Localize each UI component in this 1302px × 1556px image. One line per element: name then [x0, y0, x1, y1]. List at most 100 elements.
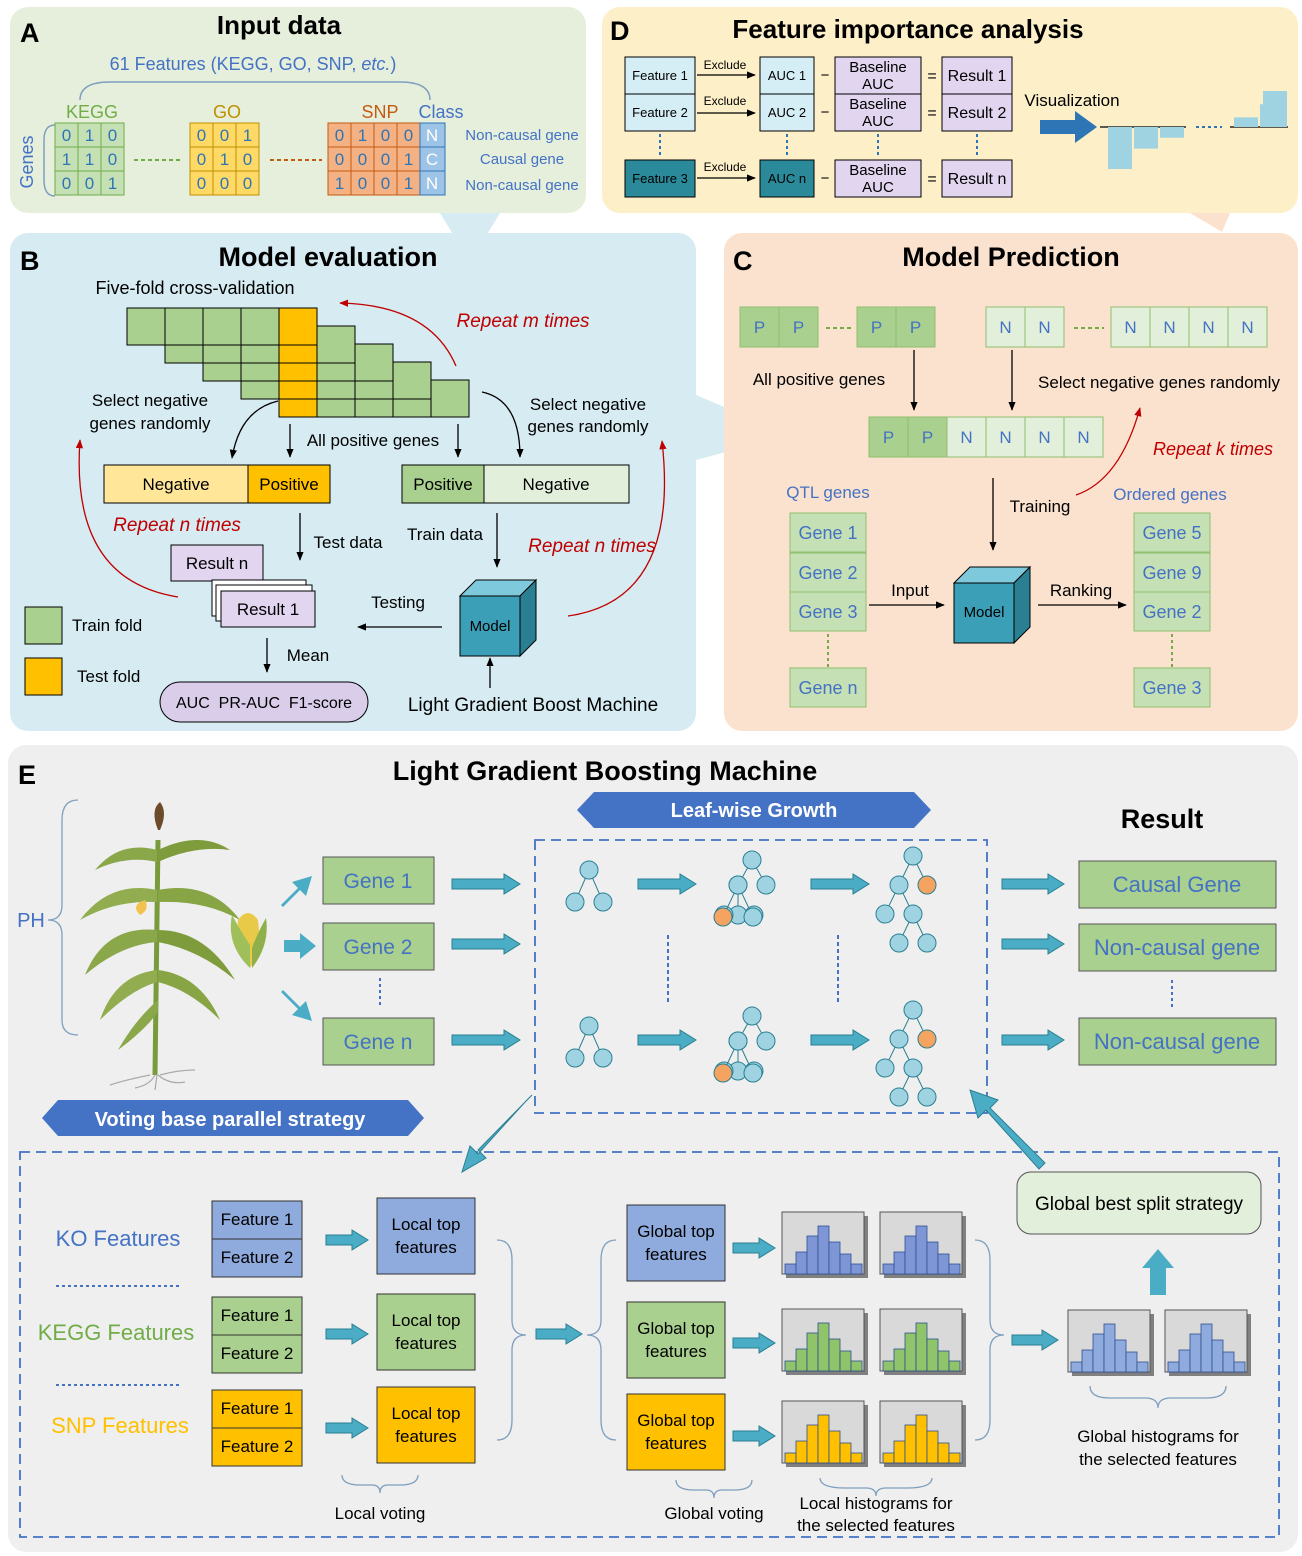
input-label: Input: [891, 581, 929, 600]
global-hist-a-bar: [1114, 1339, 1127, 1373]
ko-local-hist-a-bar: [795, 1251, 808, 1275]
model-label-b: Model: [470, 618, 511, 635]
importance-bar-4: [1234, 117, 1258, 127]
tree-node: [713, 907, 733, 927]
tree-node: [565, 1048, 585, 1068]
all-positive-genes-b: All positive genes: [307, 431, 439, 450]
training-positive-label: P: [922, 428, 933, 447]
model-cube-b: [458, 578, 538, 658]
result-1-label: Result 1: [237, 600, 299, 619]
tree-node: [756, 875, 776, 895]
qtl-gene-box: [789, 667, 867, 708]
tree-node: [756, 1031, 776, 1051]
tree-node: [875, 1058, 895, 1078]
negative-gene-box: [1227, 306, 1268, 348]
ko-global-top-label-1: Global top: [637, 1222, 715, 1241]
feature-label-2: Feature 2: [632, 105, 688, 120]
negative-gene-box: [985, 306, 1026, 348]
voting-banner: [42, 1100, 424, 1136]
kegg-local-hist-b-bar: [937, 1350, 950, 1372]
train-fold: [316, 325, 356, 364]
kegg-value: 0: [62, 174, 71, 193]
gene-label-e-1: Gene 1: [344, 870, 413, 893]
tree-node: [579, 1016, 599, 1036]
ko-feature-1-label: Feature 1: [221, 1210, 294, 1229]
ko-local-hist-a-bar: [828, 1241, 841, 1275]
kegg-local-hist-b-bar: [915, 1322, 928, 1372]
result-box-n: [941, 159, 1013, 198]
tree-node: [728, 875, 748, 895]
exclude-label-3: Exclude: [704, 160, 747, 174]
ordered-gene-box: [1133, 552, 1211, 593]
negative-gene-label: N: [1038, 318, 1050, 337]
mean-label: Mean: [287, 646, 330, 665]
leaf-wise-banner: [577, 792, 931, 828]
class-value: N: [426, 174, 438, 193]
gene-box-e-n: [322, 1017, 435, 1066]
legend-test-swatch: [24, 657, 63, 696]
select-neg-left-1: Select negative: [92, 391, 208, 410]
panel-b-pointer: [440, 213, 500, 262]
negative-gene-box: [1188, 306, 1229, 348]
local-hist-label-2: the selected features: [797, 1516, 955, 1535]
negative-gene-label: N: [999, 318, 1011, 337]
ordered-gene-label: Gene 2: [1142, 602, 1201, 622]
class-value: C: [426, 150, 438, 169]
kegg-local-hist-a-bar: [850, 1360, 863, 1372]
snp-local-hist-a-bar: [828, 1430, 841, 1464]
kegg-global-top-box: [626, 1301, 726, 1379]
ko-feature-2-label: Feature 2: [221, 1248, 294, 1267]
importance-bar-2: [1134, 127, 1158, 149]
qtl-gene-label: Gene n: [798, 678, 857, 698]
training-negative-label: N: [999, 428, 1011, 447]
positive-gene-label: P: [754, 318, 765, 337]
ph-label: PH: [17, 910, 45, 932]
tree-node: [917, 875, 937, 895]
tree-to-result-arrow-2: [1001, 933, 1065, 955]
auc-label-n: AUC n: [768, 171, 806, 186]
ko-local-top-label-2: features: [395, 1238, 456, 1257]
training-negative-box: [1063, 416, 1104, 458]
visualization-arrow: [1040, 111, 1097, 143]
gene-box-e-1: [322, 856, 435, 905]
train-fold: [164, 307, 204, 346]
train-negative-box: [483, 464, 630, 504]
ko-local-hist-a-bar: [784, 1263, 797, 1275]
negative-gene-label: N: [1163, 318, 1175, 337]
tree-node: [565, 892, 585, 912]
train-fold: [430, 379, 470, 418]
go-label: GO: [213, 102, 241, 122]
plant-arrow-1: [281, 876, 312, 907]
feature-label-3: Feature 3: [632, 171, 688, 186]
local-hist-label-1: Local histograms for: [799, 1494, 952, 1513]
kegg-value: 1: [85, 150, 94, 169]
qtl-gene-label: Gene 3: [798, 602, 857, 622]
snp-local-hist-b-bar: [948, 1452, 961, 1464]
kegg-local-hist-b-bar: [926, 1338, 939, 1372]
train-fold: [126, 307, 166, 346]
kegg-local-hist-b-bar: [904, 1332, 917, 1372]
result-label-2: Result 2: [948, 105, 1007, 122]
tree-node: [903, 1058, 923, 1078]
repeat-k-label: Repeat k times: [1153, 439, 1273, 459]
exclude-label-2: Exclude: [704, 94, 747, 108]
metrics-pill: [159, 681, 369, 723]
lgbm-label: Light Gradient Boost Machine: [408, 695, 658, 716]
local-voting-brace: [341, 1474, 419, 1494]
result-label-n: Result n: [948, 171, 1007, 188]
maize-plant-illustration: [80, 802, 267, 1091]
snp-value: 0: [381, 126, 390, 145]
tree-node: [593, 1048, 613, 1068]
global-hist-a-bar: [1092, 1333, 1105, 1373]
kegg-value: 0: [62, 126, 71, 145]
genes-brace: [43, 124, 56, 197]
global-best-split-label: Global best split strategy: [1035, 1194, 1244, 1215]
test-data-label: Test data: [314, 533, 384, 552]
auc-box-2: [759, 93, 815, 132]
gene-to-tree-arrow-2: [451, 933, 521, 955]
feature-box-3: [624, 159, 696, 198]
global-hist-a-bar: [1136, 1361, 1149, 1373]
tree-node: [728, 1031, 748, 1051]
leaf-wise-label: Leaf-wise Growth: [671, 800, 838, 822]
